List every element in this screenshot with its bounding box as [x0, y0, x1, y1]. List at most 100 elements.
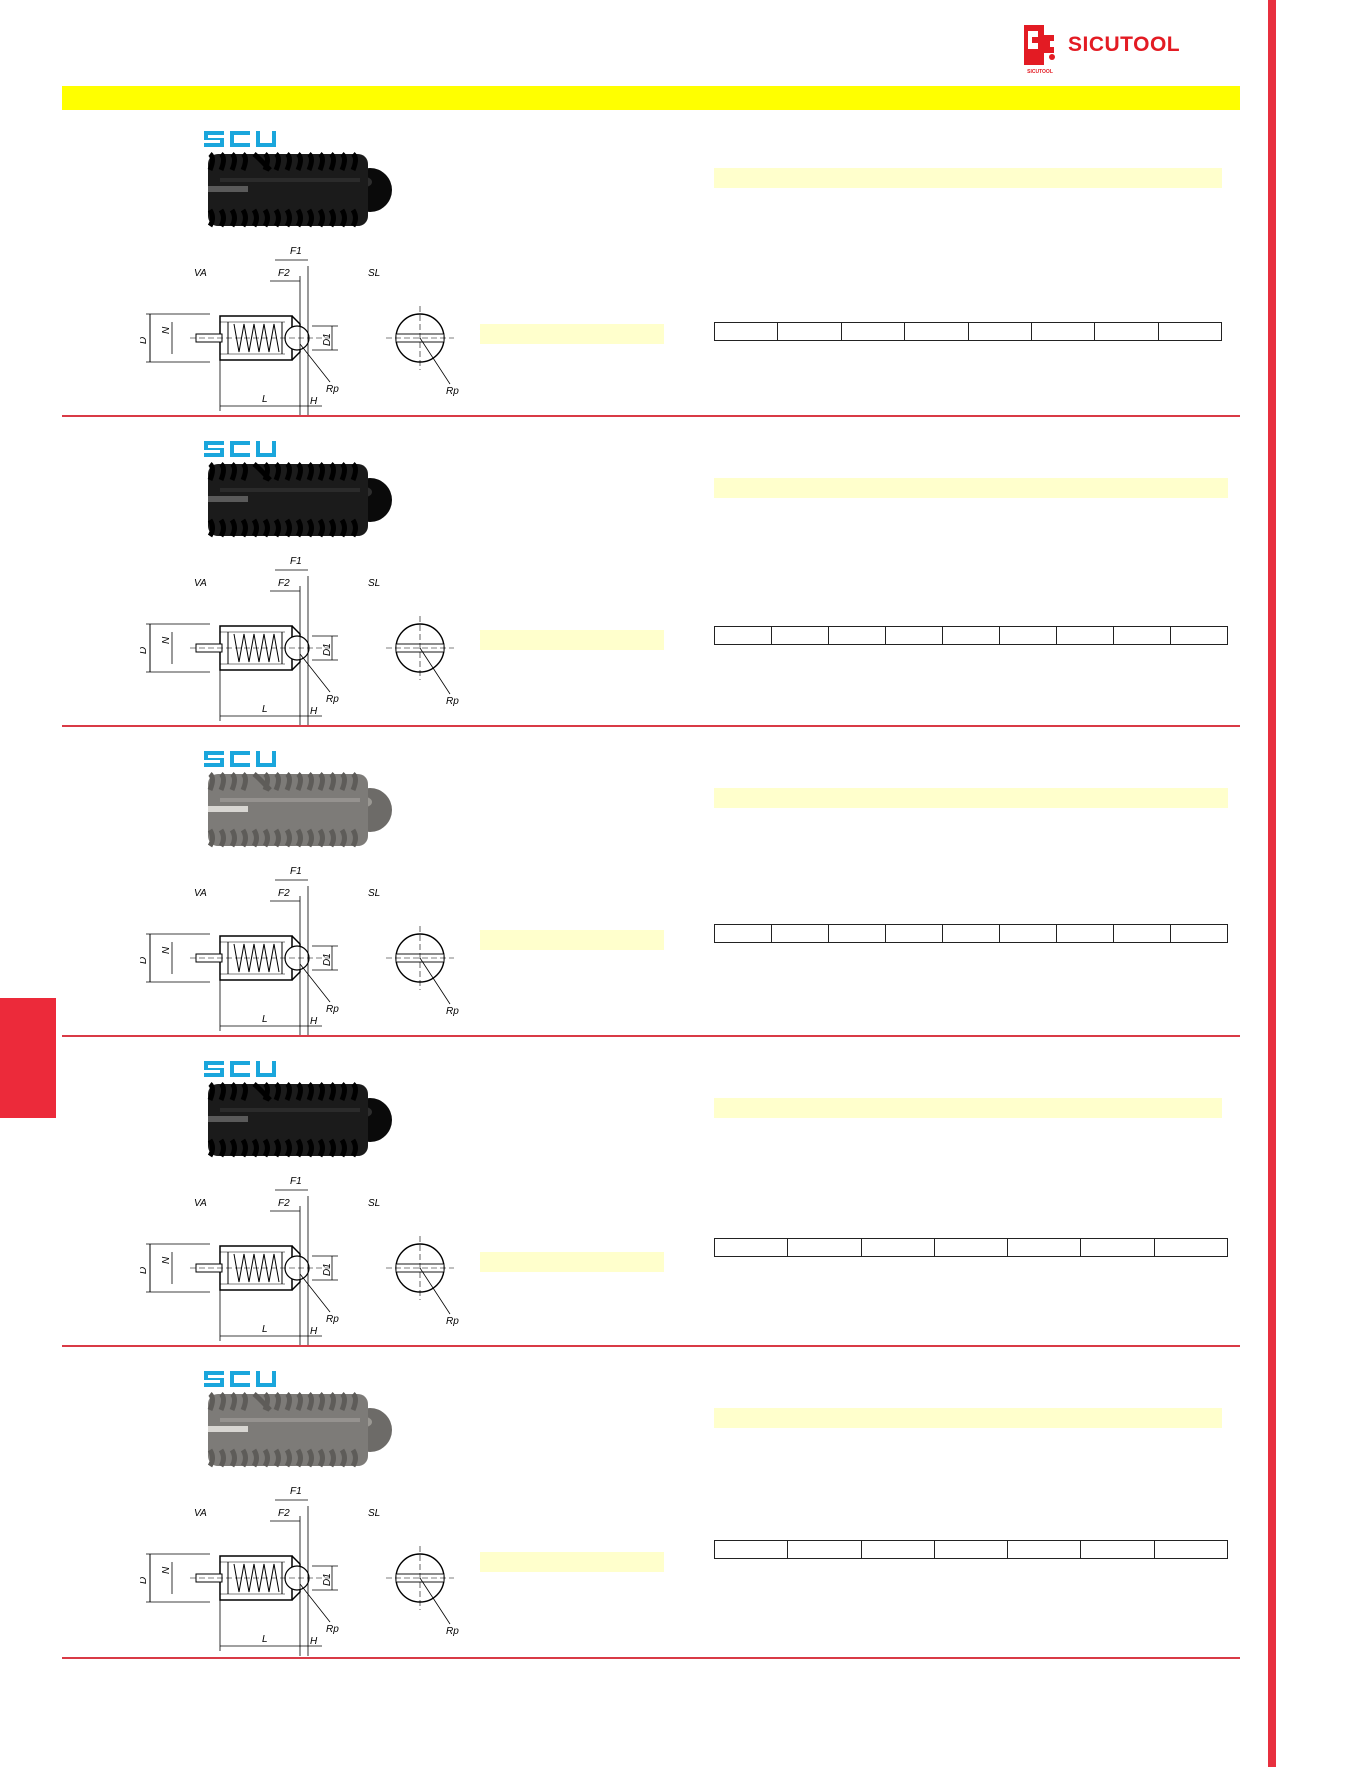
section-divider [62, 1657, 1240, 1659]
label-l: L [262, 394, 268, 405]
scu-brand-logo [202, 748, 280, 775]
table-cell [840, 322, 906, 341]
label-l: L [262, 1634, 268, 1645]
label-f1: F1 [290, 556, 302, 567]
label-d: D [140, 957, 149, 964]
title-bar [714, 1408, 1222, 1428]
product-section: VASLF1F2DND1LHRpRp [0, 118, 1268, 428]
table-cell [1080, 1238, 1155, 1257]
label-sl: SL [368, 268, 380, 279]
title-bar [714, 168, 1222, 188]
table-row [713, 322, 1223, 341]
title-bar [714, 1098, 1222, 1118]
table-cell [713, 322, 779, 341]
technical-drawing: VASLF1F2DND1LHRpRp [138, 246, 470, 421]
title-bar [714, 788, 1228, 808]
table-cell [828, 626, 886, 645]
table-cell [713, 1540, 789, 1559]
spec-table [713, 322, 1223, 341]
chapter-tab [0, 998, 56, 1118]
label-h: H [310, 396, 318, 407]
label-f1: F1 [290, 1486, 302, 1497]
table-row [714, 924, 1228, 943]
product-section: VASLF1F2DND1LHRpRp [0, 738, 1268, 1048]
label-rp-2: Rp [446, 696, 459, 707]
section-divider [62, 415, 1240, 417]
technical-drawing: VASLF1F2DND1LHRpRp [138, 1486, 470, 1661]
label-sl: SL [368, 1198, 380, 1209]
table-cell [1113, 626, 1171, 645]
table-cell [1094, 322, 1159, 341]
table-cell [885, 626, 943, 645]
logo-subtext: SICUTOOL [1027, 69, 1053, 75]
product-section: VASLF1F2DND1LHRpRp [0, 1358, 1268, 1668]
table-cell [714, 924, 772, 943]
table-cell [967, 322, 1032, 341]
label-n: N [161, 1256, 172, 1264]
label-f2: F2 [278, 1508, 290, 1519]
scu-brand-logo [202, 128, 280, 155]
label-h: H [310, 1326, 318, 1337]
label-rp-1: Rp [326, 1314, 339, 1325]
spec-table [713, 1238, 1229, 1257]
sicutool-logo-icon: SICUTOOL [1022, 23, 1058, 75]
section-divider [62, 725, 1240, 727]
set-screw-photo [200, 148, 400, 243]
label-n: N [161, 326, 172, 334]
table-cell [771, 924, 829, 943]
table-cell [933, 1540, 1009, 1559]
label-va: VA [194, 268, 207, 279]
label-va: VA [194, 1508, 207, 1519]
technical-drawing: VASLF1F2DND1LHRpRp [138, 556, 470, 731]
set-screw-photo [200, 458, 400, 553]
label-rp-1: Rp [326, 694, 339, 705]
label-rp-2: Rp [446, 1006, 459, 1017]
table-cell [1157, 322, 1223, 341]
table-cell [999, 924, 1057, 943]
table-cell [1153, 1238, 1229, 1257]
label-d1: D1 [322, 643, 333, 656]
table-row [714, 626, 1228, 645]
table-cell [999, 626, 1057, 645]
table-cell [942, 626, 1000, 645]
label-d: D [140, 1577, 149, 1584]
table-cell [1030, 322, 1096, 341]
section-divider [62, 1345, 1240, 1347]
description-box [480, 324, 664, 344]
right-edge-bar [1268, 0, 1276, 1767]
technical-drawing: VASLF1F2DND1LHRpRp [138, 1176, 470, 1351]
set-screw-photo [200, 768, 400, 863]
spec-table [714, 924, 1228, 943]
label-f1: F1 [290, 1176, 302, 1187]
table-row [713, 1238, 1229, 1257]
table-cell [1170, 626, 1228, 645]
label-va: VA [194, 578, 207, 589]
table-cell [1170, 924, 1228, 943]
label-d1: D1 [322, 1573, 333, 1586]
table-cell [1080, 1540, 1155, 1559]
label-d1: D1 [322, 333, 333, 346]
label-f1: F1 [290, 866, 302, 877]
label-f2: F2 [278, 578, 290, 589]
logo-wordmark: SICUTOOL [1068, 33, 1181, 56]
sicutool-logo: SICUTOOL SICUTOOL [1022, 22, 1181, 75]
label-l: L [262, 704, 268, 715]
table-cell [885, 924, 943, 943]
label-h: H [310, 706, 318, 717]
title-bar [714, 478, 1228, 498]
label-sl: SL [368, 1508, 380, 1519]
label-d1: D1 [322, 953, 333, 966]
label-f2: F2 [278, 268, 290, 279]
spec-table [713, 1540, 1229, 1559]
label-sl: SL [368, 888, 380, 899]
label-h: H [310, 1636, 318, 1647]
label-l: L [262, 1014, 268, 1025]
description-box [480, 630, 664, 650]
label-va: VA [194, 1198, 207, 1209]
section-divider [62, 1035, 1240, 1037]
table-cell [933, 1238, 1009, 1257]
label-f2: F2 [278, 1198, 290, 1209]
product-section: VASLF1F2DND1LHRpRp [0, 1048, 1268, 1358]
label-n: N [161, 1566, 172, 1574]
table-cell [1007, 1238, 1082, 1257]
